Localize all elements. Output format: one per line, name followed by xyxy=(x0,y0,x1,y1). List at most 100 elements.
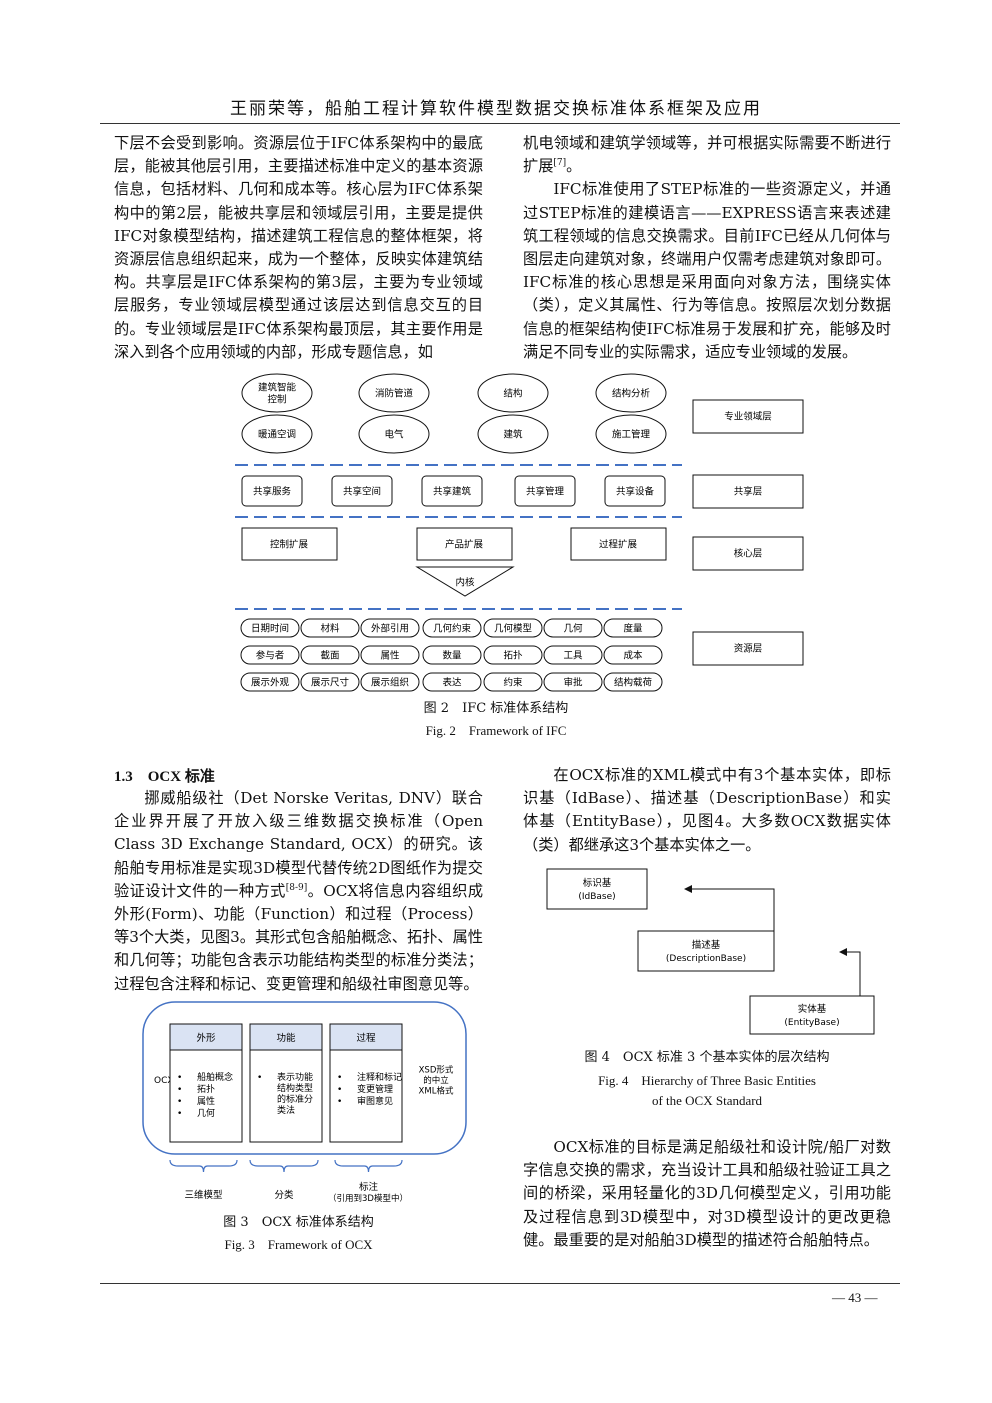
domain-ellipse xyxy=(358,373,430,413)
kernel-label-line: 内核 xyxy=(455,576,475,588)
core-label: 过程扩展 xyxy=(599,538,638,550)
layer-box xyxy=(692,536,804,571)
domain-label-line: 建筑智能 xyxy=(258,381,297,393)
fig3-caption-zh: 图 3 OCX 标准体系结构 xyxy=(223,1215,374,1230)
resource-box xyxy=(240,672,300,692)
ocx-item: 类法 xyxy=(277,1104,295,1116)
resource-label: 参与者 xyxy=(256,649,285,661)
resource-box xyxy=(603,618,663,638)
fig2-caption-en: Fig. 2 Framework of IFC xyxy=(425,723,567,738)
resource-label: 成本 xyxy=(623,649,643,661)
section-heading: 1.3 OCX 标准 xyxy=(114,769,215,785)
resource-label: 结构载荷 xyxy=(614,676,653,688)
resource-label-line: 工具 xyxy=(563,650,583,661)
header-rule xyxy=(100,123,900,124)
xsd-label-line: XML格式 xyxy=(419,1086,454,1097)
resource-box xyxy=(360,645,420,665)
domain-ellipse xyxy=(477,414,549,454)
resource-label-line: 日期时间 xyxy=(251,622,289,634)
domain-label-line: 施工管理 xyxy=(612,428,651,440)
domain-label: 建筑 xyxy=(503,428,523,440)
ocx-item: 的标准分 xyxy=(277,1093,313,1105)
shared-layer-group: 共享服务共享空间共享建筑共享管理共享设备 xyxy=(241,475,666,507)
body-paragraph: IFC标准使用了STEP标准的一些资源定义，并通过STEP标准的建模语言——EX… xyxy=(523,180,891,361)
resource-label-line: 结构载荷 xyxy=(614,676,653,688)
layer-box xyxy=(692,631,804,666)
body-paragraph: 在OCX标准的XML模式中有3个基本实体，即标识基（IdBase）、描述基（De… xyxy=(523,766,891,854)
resource-label-line: 展示尺寸 xyxy=(311,676,350,688)
fig4-caption-en-line2: of the OCX Standard xyxy=(651,1093,763,1108)
shared-box xyxy=(241,475,303,507)
shared-label-line: 共享建筑 xyxy=(433,485,472,497)
shared-label: 共享建筑 xyxy=(433,485,472,497)
resource-box xyxy=(543,645,603,665)
resource-label: 展示外观 xyxy=(251,676,290,688)
ocx-item: 结构类型 xyxy=(277,1082,313,1094)
resource-box xyxy=(543,618,603,638)
brace-mark xyxy=(249,1159,319,1173)
right-column-top: 机电领域和建筑学领域等，并可根据实际需要不断进行扩展[7]。 IFC标准使用了S… xyxy=(523,132,891,364)
citation: [8-9] xyxy=(285,882,308,893)
shared-label-line: 共享空间 xyxy=(343,485,381,497)
resource-label: 约束 xyxy=(503,676,523,688)
resource-label: 拓扑 xyxy=(503,649,523,661)
fig4-caption-en-line1: Fig. 4 Hierarchy of Three Basic Entities xyxy=(598,1073,816,1088)
ocx-item: 几何 xyxy=(197,1107,215,1119)
right-column-bottom: OCX标准的目标是满足船级社和设计院/船厂对数字信息交换的需求，充当设计工具和船… xyxy=(523,1136,891,1252)
ocx-item: 注释和标记 xyxy=(357,1071,402,1083)
core-label: 控制扩展 xyxy=(270,538,309,550)
resource-box xyxy=(300,672,360,692)
layer-label-line: 专业领域层 xyxy=(724,410,772,422)
inherit-arrow xyxy=(839,948,861,996)
layer-label: 核心层 xyxy=(734,547,763,559)
ocx-column-header xyxy=(329,1023,403,1051)
resource-box xyxy=(300,618,360,638)
fig3-ocx-diagram: OCX 外形•船舶概念•拓扑•属性•几何功能•表示功能结构类型的标准分类法过程•… xyxy=(142,1001,467,1204)
body-paragraph: OCX标准的目标是满足船级社和设计院/船厂对数字信息交换的需求，充当设计工具和船… xyxy=(523,1138,891,1249)
domain-label-line: 结构分析 xyxy=(612,387,651,399)
footer-rule xyxy=(100,1283,900,1284)
resource-box xyxy=(422,645,482,665)
fig4-hierarchy-diagram: 标识基(IdBase)描述基(DescriptionBase)实体基(Entit… xyxy=(546,868,875,1035)
citation: [7] xyxy=(553,158,567,169)
core-label-line: 产品扩展 xyxy=(445,538,484,550)
resource-box xyxy=(543,672,603,692)
resource-box xyxy=(483,672,543,692)
ocx-item: 变更管理 xyxy=(357,1083,393,1095)
brace-label: 分类 xyxy=(274,1189,294,1201)
resource-layer-group: 日期时间材料外部引用几何约束几何模型几何度量参与者截面属性数量拓扑工具成本展示外… xyxy=(240,618,663,692)
resource-label: 几何 xyxy=(563,622,583,634)
resource-label: 展示组织 xyxy=(371,676,409,688)
domain-label: 结构 xyxy=(503,387,522,399)
left-column-ocx: 挪威船级社（Det Norske Veritas, DNV）联合企业界开展了开放… xyxy=(114,787,483,996)
domain-label-line: 建筑 xyxy=(503,428,523,440)
bullet: • xyxy=(337,1085,342,1095)
resource-label-line: 截面 xyxy=(320,649,339,661)
shared-label: 共享管理 xyxy=(526,485,565,497)
body-paragraph: 挪威船级社（Det Norske Veritas, DNV）联合企业界开展了开放… xyxy=(114,789,484,993)
kernel-triangle xyxy=(415,566,515,597)
core-box xyxy=(570,527,667,561)
resource-box xyxy=(483,618,543,638)
resource-label-line: 约束 xyxy=(503,676,523,688)
kernel-label: 内核 xyxy=(455,576,475,588)
shared-label-line: 共享管理 xyxy=(526,485,565,497)
domain-label: 施工管理 xyxy=(612,428,651,440)
domain-ellipse xyxy=(241,414,313,454)
entity-boxes-group: 标识基(IdBase)描述基(DescriptionBase)实体基(Entit… xyxy=(546,868,875,1035)
resource-label: 工具 xyxy=(563,650,583,661)
domain-ellipse xyxy=(358,414,430,454)
bullet: • xyxy=(177,1085,182,1095)
resource-label-line: 审批 xyxy=(563,676,583,688)
entity-label-en: (EntityBase) xyxy=(784,1018,839,1028)
resource-label: 日期时间 xyxy=(251,622,289,634)
resource-label-line: 几何 xyxy=(563,622,583,634)
resource-label: 几何约束 xyxy=(433,622,472,634)
resource-box xyxy=(422,672,482,692)
resource-label-line: 几何模型 xyxy=(494,622,533,634)
domain-ellipse xyxy=(595,414,667,454)
domain-label-line: 结构 xyxy=(503,387,522,399)
